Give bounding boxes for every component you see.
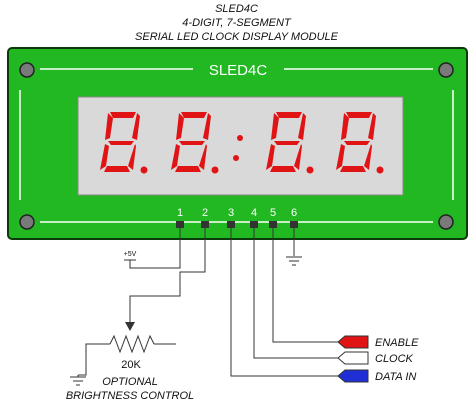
diagram-title: SLED4C xyxy=(215,3,258,15)
segment-g xyxy=(344,141,370,145)
segment-c xyxy=(294,144,302,170)
pin-label-4: 4 xyxy=(251,207,257,219)
connector-arrow-icon xyxy=(337,335,369,349)
signal-connectors: ENABLE CLOCK DATA IN xyxy=(337,335,419,383)
vcc-label: +5V xyxy=(124,251,137,258)
segment-g xyxy=(108,141,134,145)
diagram-subtitle: 4-DIGIT, 7-SEGMENT xyxy=(182,17,291,29)
pot-value: 20K xyxy=(121,359,141,371)
segment-a xyxy=(276,112,302,118)
decimal-point xyxy=(376,166,384,174)
digit-2 xyxy=(171,112,219,174)
pin-label-3: 3 xyxy=(228,207,234,219)
segment-c xyxy=(199,144,207,170)
segment-e xyxy=(336,144,345,170)
pin-pad xyxy=(227,221,235,228)
segment-a xyxy=(110,112,136,118)
segment-b xyxy=(368,113,376,140)
segment-d xyxy=(175,166,201,172)
ground-icon xyxy=(286,256,302,266)
signal-label-enable: ENABLE xyxy=(375,337,419,349)
decimal-point xyxy=(140,166,148,174)
wire-pot-left xyxy=(78,343,110,376)
pin-label-2: 2 xyxy=(202,207,208,219)
board-title: SLED4C xyxy=(209,62,268,79)
segment-f xyxy=(271,113,279,140)
segment-a xyxy=(346,112,372,118)
screw-icon xyxy=(438,62,454,78)
segment-b xyxy=(298,113,306,140)
screw-icon xyxy=(438,214,454,230)
segment-c xyxy=(364,144,372,170)
signal-label-clock: CLOCK xyxy=(375,353,414,365)
segment-e xyxy=(266,144,275,170)
colon-dot-top xyxy=(237,135,243,141)
pin-header: 1 2 3 4 5 6 xyxy=(176,207,298,228)
pin-pad xyxy=(176,221,184,228)
segment-e xyxy=(100,144,109,170)
segment-c xyxy=(128,144,136,170)
potentiometer-icon xyxy=(109,322,155,354)
wire-pin5 xyxy=(272,228,338,343)
digit-4 xyxy=(336,112,384,174)
pot-note-2: BRIGHTNESS CONTROL xyxy=(66,390,194,402)
pin-pad xyxy=(290,221,298,228)
pin-pad xyxy=(250,221,258,228)
digit-1 xyxy=(100,112,148,174)
segment-d xyxy=(270,166,296,172)
segment-f xyxy=(176,113,184,140)
digit-3 xyxy=(266,112,314,174)
decimal-point xyxy=(306,166,314,174)
colon-dot-bottom xyxy=(233,155,239,161)
segment-a xyxy=(181,112,207,118)
pin-pad xyxy=(269,221,277,228)
pin-pad xyxy=(201,221,209,228)
connector-arrow-icon xyxy=(337,369,369,383)
ground-icon xyxy=(70,375,86,386)
pin-label-6: 6 xyxy=(291,207,297,219)
led-digits xyxy=(100,112,384,174)
segment-e xyxy=(171,144,180,170)
segment-g xyxy=(179,141,205,145)
decimal-point xyxy=(211,166,219,174)
wire-pin2 xyxy=(129,228,206,322)
segment-f xyxy=(341,113,349,140)
pot-note-1: OPTIONAL xyxy=(102,376,158,388)
segment-d xyxy=(340,166,366,172)
segment-b xyxy=(132,113,140,140)
wire-pin3 xyxy=(230,228,338,377)
wiring xyxy=(78,228,338,377)
segment-b xyxy=(203,113,211,140)
screw-icon xyxy=(19,214,35,230)
screw-icon xyxy=(19,62,35,78)
diagram-description: SERIAL LED CLOCK DISPLAY MODULE xyxy=(135,31,338,43)
signal-label-data-in: DATA IN xyxy=(375,371,416,383)
pin-label-5: 5 xyxy=(270,207,276,219)
pin-label-1: 1 xyxy=(177,207,183,219)
segment-d xyxy=(104,166,130,172)
wire-pin4 xyxy=(253,228,338,359)
display-window xyxy=(77,96,404,196)
wire-pin1 xyxy=(129,228,181,269)
segment-f xyxy=(105,113,113,140)
board-border xyxy=(19,68,454,223)
segment-g xyxy=(274,141,300,145)
connector-arrow-icon xyxy=(337,351,369,365)
